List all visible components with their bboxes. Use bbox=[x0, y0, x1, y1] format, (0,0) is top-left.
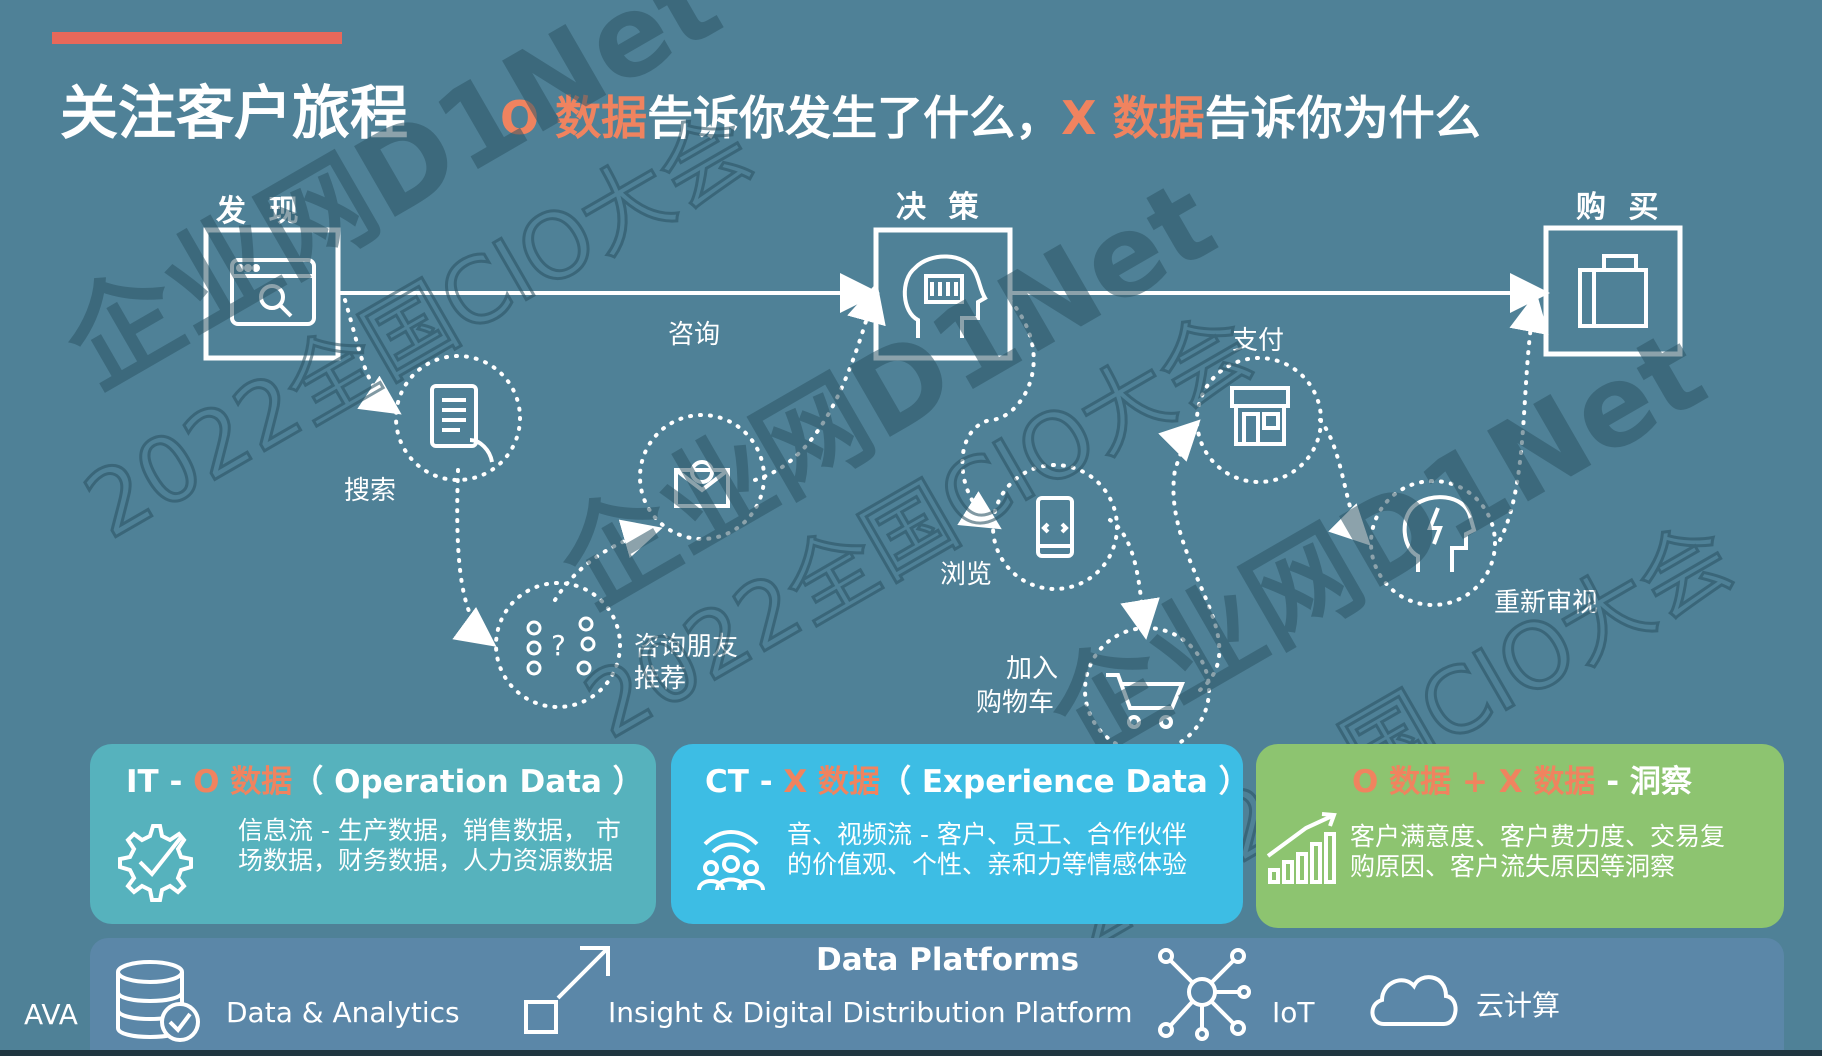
page-title: 关注客户旅程 bbox=[60, 79, 409, 147]
step-label-pay: 支付 bbox=[1232, 326, 1285, 356]
audience-signal-icon bbox=[697, 830, 765, 891]
shopping-cart-icon bbox=[1106, 673, 1185, 729]
panel-ct-x-data: CT - X 数据（ Experience Data ） 音、视频流 - 客户、… bbox=[671, 744, 1250, 924]
decision-head-icon bbox=[902, 254, 988, 338]
tablet-search-icon bbox=[430, 384, 494, 463]
panel-it-line2: 场数据，财务数据，人力资源数据 bbox=[238, 846, 614, 875]
step-label-cart-1: 加入 bbox=[1006, 654, 1059, 684]
step-label-review: 重新审视 bbox=[1494, 588, 1599, 618]
subtitle-end: 告诉你为什么 bbox=[1204, 91, 1481, 145]
panel-it-line1: 信息流 - 生产数据，销售数据， 市 bbox=[238, 816, 621, 845]
stage-label-buy: 购 买 bbox=[1576, 190, 1665, 225]
page-subtitle: O 数据告诉你发生了什么，X 数据告诉你为什么 bbox=[500, 82, 1481, 148]
platform-cloud: 云计算 bbox=[1476, 989, 1561, 1022]
platform-insight-distribution: Insight & Digital Distribution Platform bbox=[608, 996, 1133, 1029]
store-icon bbox=[1230, 386, 1290, 446]
database-check-icon bbox=[116, 960, 200, 1042]
panel-insight-title: O 数据 + X 数据 - 洞察 bbox=[1352, 764, 1692, 800]
dotted-paths bbox=[343, 282, 1549, 692]
panel-ct-title: CT - X 数据（ Experience Data ） bbox=[705, 764, 1250, 800]
footer-strip bbox=[0, 1050, 1822, 1056]
platform-iot: IoT bbox=[1272, 996, 1315, 1029]
growth-chart-icon bbox=[1266, 812, 1337, 884]
panel-it-title: IT - O 数据（ Operation Data ） bbox=[126, 764, 644, 800]
subtitle-o-data: O 数据 bbox=[500, 91, 648, 145]
phone-icon bbox=[1036, 496, 1074, 558]
email-icon bbox=[674, 460, 730, 508]
data-platforms-bar bbox=[90, 938, 1784, 1056]
edge-text: AVA bbox=[24, 998, 78, 1031]
data-platforms-title: Data Platforms bbox=[816, 942, 1080, 978]
browser-search-icon bbox=[230, 258, 316, 326]
iot-network-icon bbox=[1158, 948, 1251, 1041]
panel-ct-line2: 的价值观、个性、亲和力等情感体验 bbox=[787, 850, 1188, 879]
stage-box-buy bbox=[1543, 225, 1683, 357]
platform-data-analytics: Data & Analytics bbox=[226, 996, 460, 1029]
step-label-friends-2: 推荐 bbox=[634, 664, 687, 694]
step-label-consult: 咨询 bbox=[668, 320, 721, 350]
accent-bar bbox=[52, 32, 342, 44]
stage-box-discover bbox=[203, 227, 341, 361]
panel-insight-line2: 购原因、客户流失原因等洞察 bbox=[1350, 852, 1676, 881]
step-label-browse: 浏览 bbox=[940, 560, 993, 590]
panel-insight: O 数据 + X 数据 - 洞察 客户满意度、客户费力度、交易复 购原因、客户流… bbox=[1256, 744, 1784, 928]
reconsider-head-icon bbox=[1402, 495, 1477, 572]
panel-it-o-data: IT - O 数据（ Operation Data ） 信息流 - 生产数据，销… bbox=[90, 744, 656, 924]
step-label-friends-1: 咨询朋友 bbox=[634, 632, 739, 662]
friends-network-icon: ? bbox=[526, 616, 596, 676]
stage-label-discover: 发 现 bbox=[216, 194, 305, 229]
shopping-bag-icon bbox=[1578, 254, 1648, 328]
step-label-search: 搜索 bbox=[344, 476, 397, 506]
panel-ct-line1: 音、视频流 - 客户、员工、合作伙伴 bbox=[787, 820, 1187, 849]
gear-check-icon bbox=[118, 824, 193, 902]
distribution-arrow-icon bbox=[524, 946, 610, 1034]
stage-box-decide bbox=[873, 227, 1013, 361]
stage-label-decide: 决 策 bbox=[896, 190, 985, 225]
step-label-cart-2: 购物车 bbox=[976, 688, 1055, 718]
svg-text:?: ? bbox=[551, 629, 566, 662]
panel-insight-line1: 客户满意度、客户费力度、交易复 bbox=[1350, 822, 1726, 851]
step-circles bbox=[394, 354, 1497, 754]
cloud-icon bbox=[1370, 975, 1458, 1026]
subtitle-mid: 告诉你发生了什么， bbox=[647, 91, 1062, 145]
subtitle-x-data: X 数据 bbox=[1061, 91, 1205, 145]
